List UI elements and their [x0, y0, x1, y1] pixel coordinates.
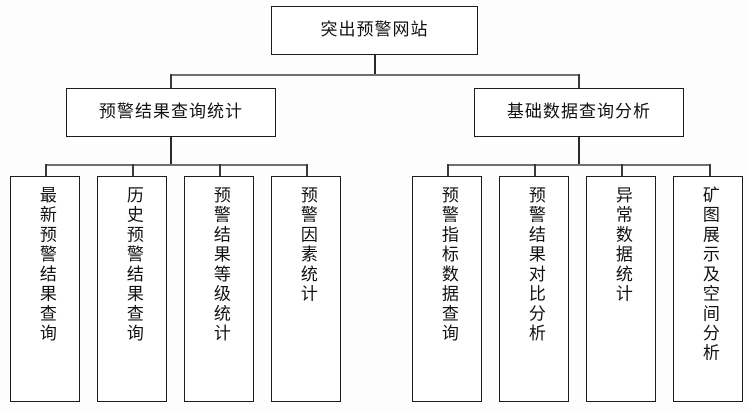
- connector-leaf-3-drop: [219, 164, 221, 176]
- connector-leaf-6-drop: [534, 164, 536, 176]
- connector-leaf-7-drop: [621, 164, 623, 176]
- connector-level1-bus: [170, 74, 579, 76]
- node-leaf-history-warning-query[interactable]: 历史预警结果查询: [97, 176, 167, 402]
- connector-right-group-bus: [447, 164, 710, 166]
- node-branch-basic-data[interactable]: 基础数据查询分析: [474, 88, 684, 137]
- node-leaf-warning-indicator-query-label: 预警指标数据查询: [437, 186, 458, 344]
- node-root[interactable]: 突出预警网站: [271, 6, 478, 55]
- connector-right-branch-stem: [578, 137, 580, 165]
- connector-leaf-8-drop: [709, 164, 711, 176]
- node-leaf-latest-warning-query-label: 最新预警结果查询: [35, 186, 56, 344]
- node-leaf-warning-factor-stats-label: 预警因素统计: [296, 186, 317, 305]
- node-leaf-latest-warning-query[interactable]: 最新预警结果查询: [10, 176, 80, 402]
- node-root-label: 突出预警网站: [320, 20, 429, 40]
- node-leaf-warning-compare-analysis-label: 预警结果对比分析: [524, 186, 545, 344]
- node-leaf-warning-compare-analysis[interactable]: 预警结果对比分析: [499, 176, 569, 402]
- node-leaf-warning-factor-stats[interactable]: 预警因素统计: [271, 176, 341, 402]
- connector-branch-right-drop: [578, 74, 580, 88]
- node-leaf-history-warning-query-label: 历史预警结果查询: [122, 186, 143, 344]
- node-leaf-abnormal-data-stats[interactable]: 异常数据统计: [586, 176, 656, 402]
- connector-left-branch-stem: [170, 137, 172, 165]
- connector-leaf-5-drop: [447, 164, 449, 176]
- node-leaf-warning-indicator-query[interactable]: 预警指标数据查询: [412, 176, 482, 402]
- node-branch-warning-results-label: 预警结果查询统计: [98, 102, 244, 122]
- node-branch-basic-data-label: 基础数据查询分析: [506, 102, 652, 122]
- node-leaf-mine-map-spatial-analysis-label: 矿图展示及空间分析: [698, 186, 719, 364]
- node-leaf-warning-level-stats[interactable]: 预警结果等级统计: [184, 176, 254, 402]
- connector-leaf-1-drop: [45, 164, 47, 176]
- node-leaf-warning-level-stats-label: 预警结果等级统计: [209, 186, 230, 344]
- connector-left-group-bus: [45, 164, 308, 166]
- connector-leaf-2-drop: [132, 164, 134, 176]
- node-leaf-abnormal-data-stats-label: 异常数据统计: [611, 186, 632, 305]
- connector-leaf-4-drop: [306, 164, 308, 176]
- connector-branch-left-drop: [170, 74, 172, 88]
- connector-root-stem: [374, 55, 376, 74]
- node-branch-warning-results[interactable]: 预警结果查询统计: [66, 88, 276, 137]
- node-leaf-mine-map-spatial-analysis[interactable]: 矿图展示及空间分析: [673, 176, 743, 402]
